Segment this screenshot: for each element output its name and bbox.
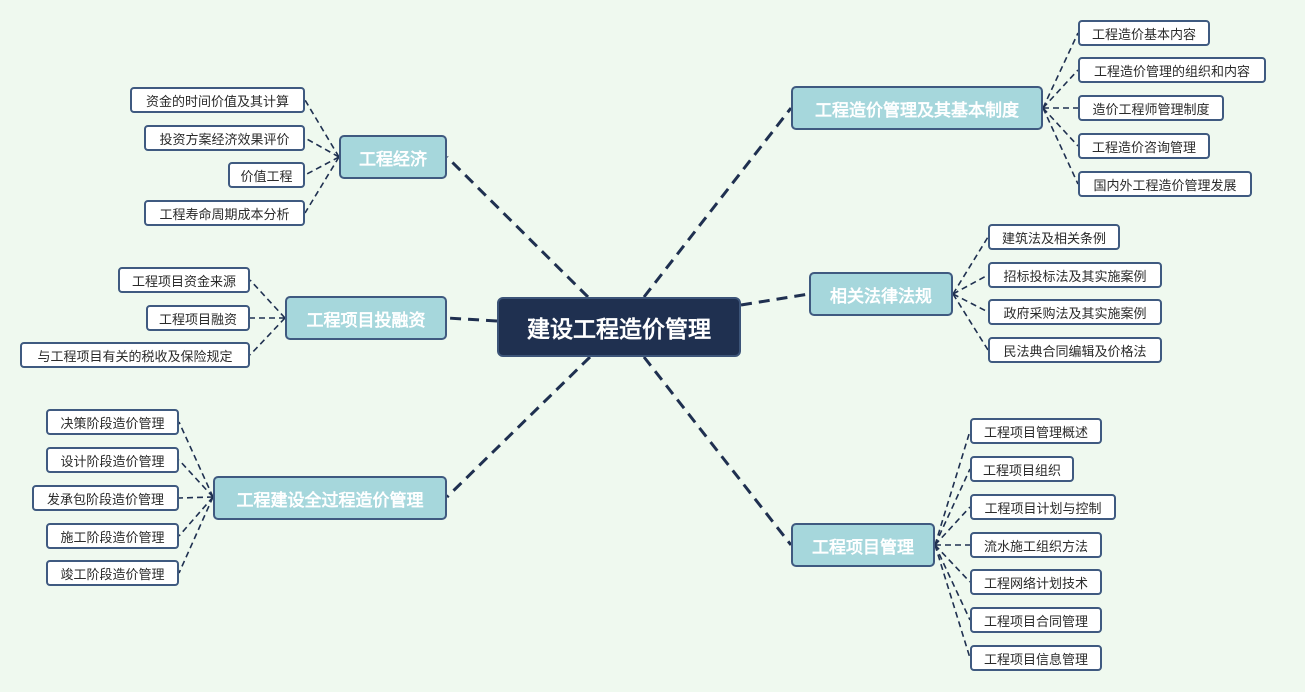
branch-project-financing[interactable]: 工程项目投融资 bbox=[285, 296, 447, 340]
connector-leaf bbox=[952, 236, 989, 295]
leaf-node[interactable]: 建筑法及相关条例 bbox=[988, 224, 1120, 250]
leaf-node[interactable]: 流水施工组织方法 bbox=[970, 532, 1102, 558]
connector-leaf bbox=[1042, 107, 1079, 185]
connector-leaf bbox=[952, 274, 989, 295]
connector-leaf bbox=[934, 468, 971, 546]
connector-leaf bbox=[1042, 107, 1079, 147]
connector-root-b5 bbox=[642, 356, 793, 546]
branch-whole-process-cost-management[interactable]: 工程建设全过程造价管理 bbox=[213, 476, 447, 520]
leaf-node[interactable]: 工程项目合同管理 bbox=[970, 607, 1102, 633]
connector-root-b2 bbox=[445, 355, 592, 499]
leaf-node[interactable]: 工程项目组织 bbox=[970, 456, 1074, 482]
connector-leaf bbox=[178, 496, 214, 574]
leaf-node[interactable]: 工程网络计划技术 bbox=[970, 569, 1102, 595]
leaf-node[interactable]: 政府采购法及其实施案例 bbox=[988, 299, 1162, 325]
leaf-node[interactable]: 设计阶段造价管理 bbox=[46, 447, 179, 473]
leaf-node[interactable]: 招标投标法及其实施案例 bbox=[988, 262, 1162, 288]
connector-leaf bbox=[304, 156, 340, 214]
branch-engineering-economics[interactable]: 工程经济 bbox=[339, 135, 447, 179]
connector-leaf bbox=[934, 544, 971, 583]
connector-leaf bbox=[178, 459, 214, 498]
leaf-node[interactable]: 造价工程师管理制度 bbox=[1078, 95, 1224, 121]
leaf-node[interactable]: 工程项目信息管理 bbox=[970, 645, 1102, 671]
leaf-node[interactable]: 与工程项目有关的税收及保险规定 bbox=[20, 342, 250, 368]
branch-cost-management-system[interactable]: 工程造价管理及其基本制度 bbox=[791, 86, 1043, 130]
leaf-node[interactable]: 工程项目计划与控制 bbox=[970, 494, 1116, 520]
leaf-node[interactable]: 发承包阶段造价管理 bbox=[32, 485, 179, 511]
leaf-node[interactable]: 投资方案经济效果评价 bbox=[144, 125, 305, 151]
connector-root-b1 bbox=[446, 316, 498, 323]
connector-root-b0 bbox=[445, 155, 590, 299]
connector-leaf bbox=[304, 137, 340, 158]
root-node[interactable]: 建设工程造价管理 bbox=[497, 297, 741, 357]
connector-leaf bbox=[249, 279, 286, 319]
leaf-node[interactable]: 资金的时间价值及其计算 bbox=[130, 87, 305, 113]
connector-leaf bbox=[249, 317, 286, 356]
leaf-node[interactable]: 国内外工程造价管理发展 bbox=[1078, 171, 1252, 197]
connector-leaf bbox=[952, 293, 989, 351]
leaf-node[interactable]: 工程造价基本内容 bbox=[1078, 20, 1210, 46]
leaf-node[interactable]: 工程项目资金来源 bbox=[118, 267, 250, 293]
connector-leaf bbox=[178, 496, 214, 499]
leaf-node[interactable]: 竣工阶段造价管理 bbox=[46, 560, 179, 586]
connector-leaf bbox=[1042, 32, 1079, 109]
connector-leaf bbox=[934, 544, 971, 659]
connector-leaf bbox=[178, 421, 214, 498]
connector-leaf bbox=[178, 496, 214, 537]
leaf-node[interactable]: 民法典合同编辑及价格法 bbox=[988, 337, 1162, 363]
connector-leaf bbox=[934, 506, 971, 546]
leaf-node[interactable]: 决策阶段造价管理 bbox=[46, 409, 179, 435]
connector-leaf bbox=[934, 430, 971, 546]
connector-leaf bbox=[304, 99, 340, 158]
connector-leaf bbox=[1042, 69, 1079, 109]
connector-leaf bbox=[304, 156, 340, 176]
leaf-node[interactable]: 工程造价管理的组织和内容 bbox=[1078, 57, 1266, 83]
connector-root-b4 bbox=[740, 292, 810, 307]
connector-leaf bbox=[952, 293, 989, 313]
leaf-node[interactable]: 价值工程 bbox=[228, 162, 305, 188]
leaf-node[interactable]: 工程项目管理概述 bbox=[970, 418, 1102, 444]
connector-leaf bbox=[934, 544, 971, 621]
leaf-node[interactable]: 工程项目融资 bbox=[146, 305, 250, 331]
leaf-node[interactable]: 工程寿命周期成本分析 bbox=[144, 200, 305, 226]
leaf-node[interactable]: 施工阶段造价管理 bbox=[46, 523, 179, 549]
branch-laws-regulations[interactable]: 相关法律法规 bbox=[809, 272, 953, 316]
connector-root-b3 bbox=[642, 107, 793, 298]
branch-project-management[interactable]: 工程项目管理 bbox=[791, 523, 935, 567]
leaf-node[interactable]: 工程造价咨询管理 bbox=[1078, 133, 1210, 159]
